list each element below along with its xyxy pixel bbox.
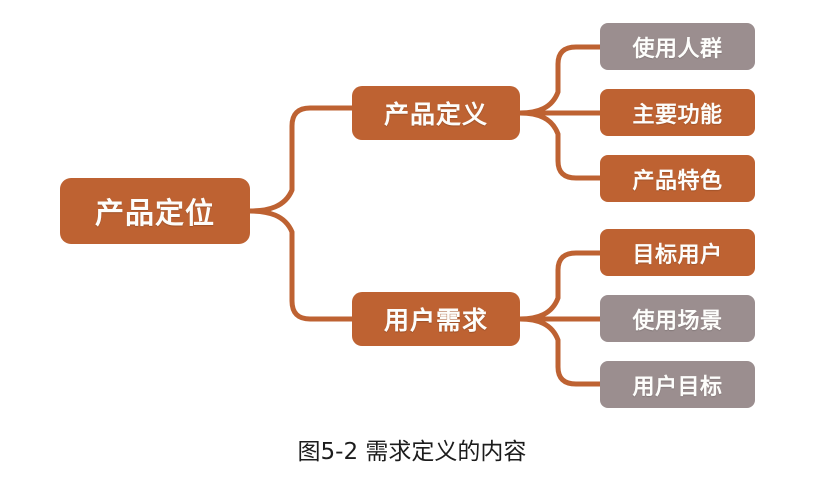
node-branch-user-demand[interactable]: 用户需求 <box>352 292 520 346</box>
node-leaf-usage-scene[interactable]: 使用场景 <box>600 295 755 342</box>
node-leaf-label: 目标用户 <box>632 242 723 268</box>
connector-root-to-user-demand <box>247 208 355 322</box>
node-branch-label: 用户需求 <box>383 306 488 335</box>
node-leaf-target-user[interactable]: 目标用户 <box>600 229 755 276</box>
node-root-label: 产品定位 <box>94 196 215 230</box>
node-leaf-main-function[interactable]: 主要功能 <box>600 89 755 136</box>
node-leaf-user-goal[interactable]: 用户目标 <box>600 361 755 408</box>
node-leaf-user-group[interactable]: 使用人群 <box>600 23 755 70</box>
connector-ud-to-user-goal <box>517 316 603 387</box>
connector-root-to-product-definition <box>247 105 355 214</box>
node-leaf-product-feature[interactable]: 产品特色 <box>600 155 755 202</box>
node-leaf-label: 主要功能 <box>632 102 723 128</box>
connector-pd-to-product-feature <box>517 110 603 181</box>
node-leaf-label: 用户目标 <box>632 374 723 400</box>
node-root-product-positioning[interactable]: 产品定位 <box>60 178 250 244</box>
node-leaf-label: 产品特色 <box>632 168 723 194</box>
node-branch-product-definition[interactable]: 产品定义 <box>352 86 520 140</box>
node-branch-label: 产品定义 <box>383 100 488 129</box>
node-leaf-label: 使用场景 <box>632 308 723 334</box>
figure-caption: 图5-2 需求定义的内容 <box>297 439 527 465</box>
node-leaf-label: 使用人群 <box>632 36 723 62</box>
connector-ud-to-target-user <box>517 250 603 322</box>
connector-pd-to-user-group <box>517 44 603 116</box>
